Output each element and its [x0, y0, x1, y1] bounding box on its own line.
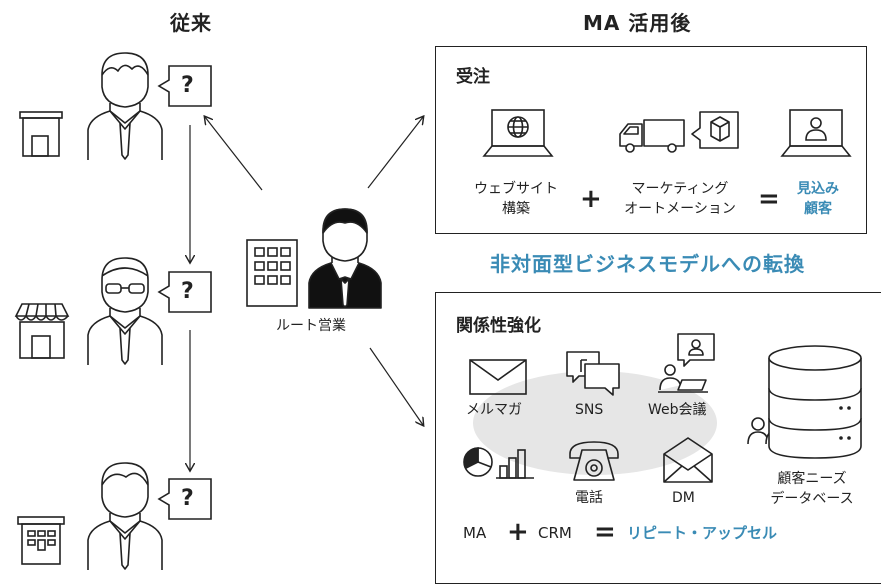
order-box-title: 受注 [456, 67, 490, 87]
channel-label-dm: DM [672, 490, 695, 506]
laptop-globe-icon [482, 109, 554, 157]
speech-bubble-icon [157, 478, 212, 520]
speech-bubble-icon [157, 271, 212, 313]
transition-label: 非対面型ビジネスモデルへの転換 [490, 252, 805, 276]
plus-sign: + [580, 184, 602, 214]
laptop-person-icon [780, 109, 852, 157]
formula-crm: CRM [538, 524, 572, 542]
telephone-icon [569, 441, 619, 481]
sns-chat-icon [566, 351, 620, 396]
channel-label-sns: SNS [575, 402, 604, 418]
database-icon [768, 345, 862, 459]
store-icon [19, 111, 63, 157]
question-mark-2: ? [181, 279, 194, 304]
person-icon [87, 52, 163, 160]
speech-bubble-icon [157, 65, 212, 107]
question-mark-1: ? [181, 73, 194, 98]
background-ellipse [473, 371, 717, 475]
chart-icon [463, 447, 534, 479]
database-label: 顧客ニーズデータベース [770, 471, 854, 507]
prospect-label: 見込み顧客 [797, 181, 839, 217]
channel-label-phone: 電話 [575, 490, 603, 506]
formula-result: リピート・アップセル [627, 524, 778, 542]
formula-ma: MA [463, 524, 487, 542]
envelope-icon [469, 359, 527, 395]
marketing-automation-label: マーケティングオートメーション [624, 181, 736, 217]
question-mark-3: ? [181, 486, 194, 511]
dm-envelope-icon [663, 437, 713, 483]
person-icon [87, 462, 163, 570]
order-box [435, 46, 867, 234]
store-icon [14, 303, 70, 359]
delivery-truck-icon [619, 111, 739, 153]
channel-label-mailmag: メルマガ [466, 402, 522, 418]
center-label: ルート営業 [276, 318, 346, 334]
right-heading: MA 活用後 [583, 11, 692, 35]
website-label: ウェブサイト構築 [474, 181, 558, 217]
channel-label-web-meeting: Web会議 [648, 402, 707, 418]
person-icon [87, 257, 163, 365]
formula-equals: = [594, 517, 616, 547]
equals-sign: = [758, 184, 780, 214]
web-meeting-icon [658, 333, 715, 393]
formula-plus: + [507, 517, 529, 547]
relation-box-title: 関係性強化 [456, 316, 541, 336]
left-heading: 従来 [170, 11, 212, 35]
salesperson-icon [308, 208, 382, 309]
office-building-icon [246, 239, 298, 307]
